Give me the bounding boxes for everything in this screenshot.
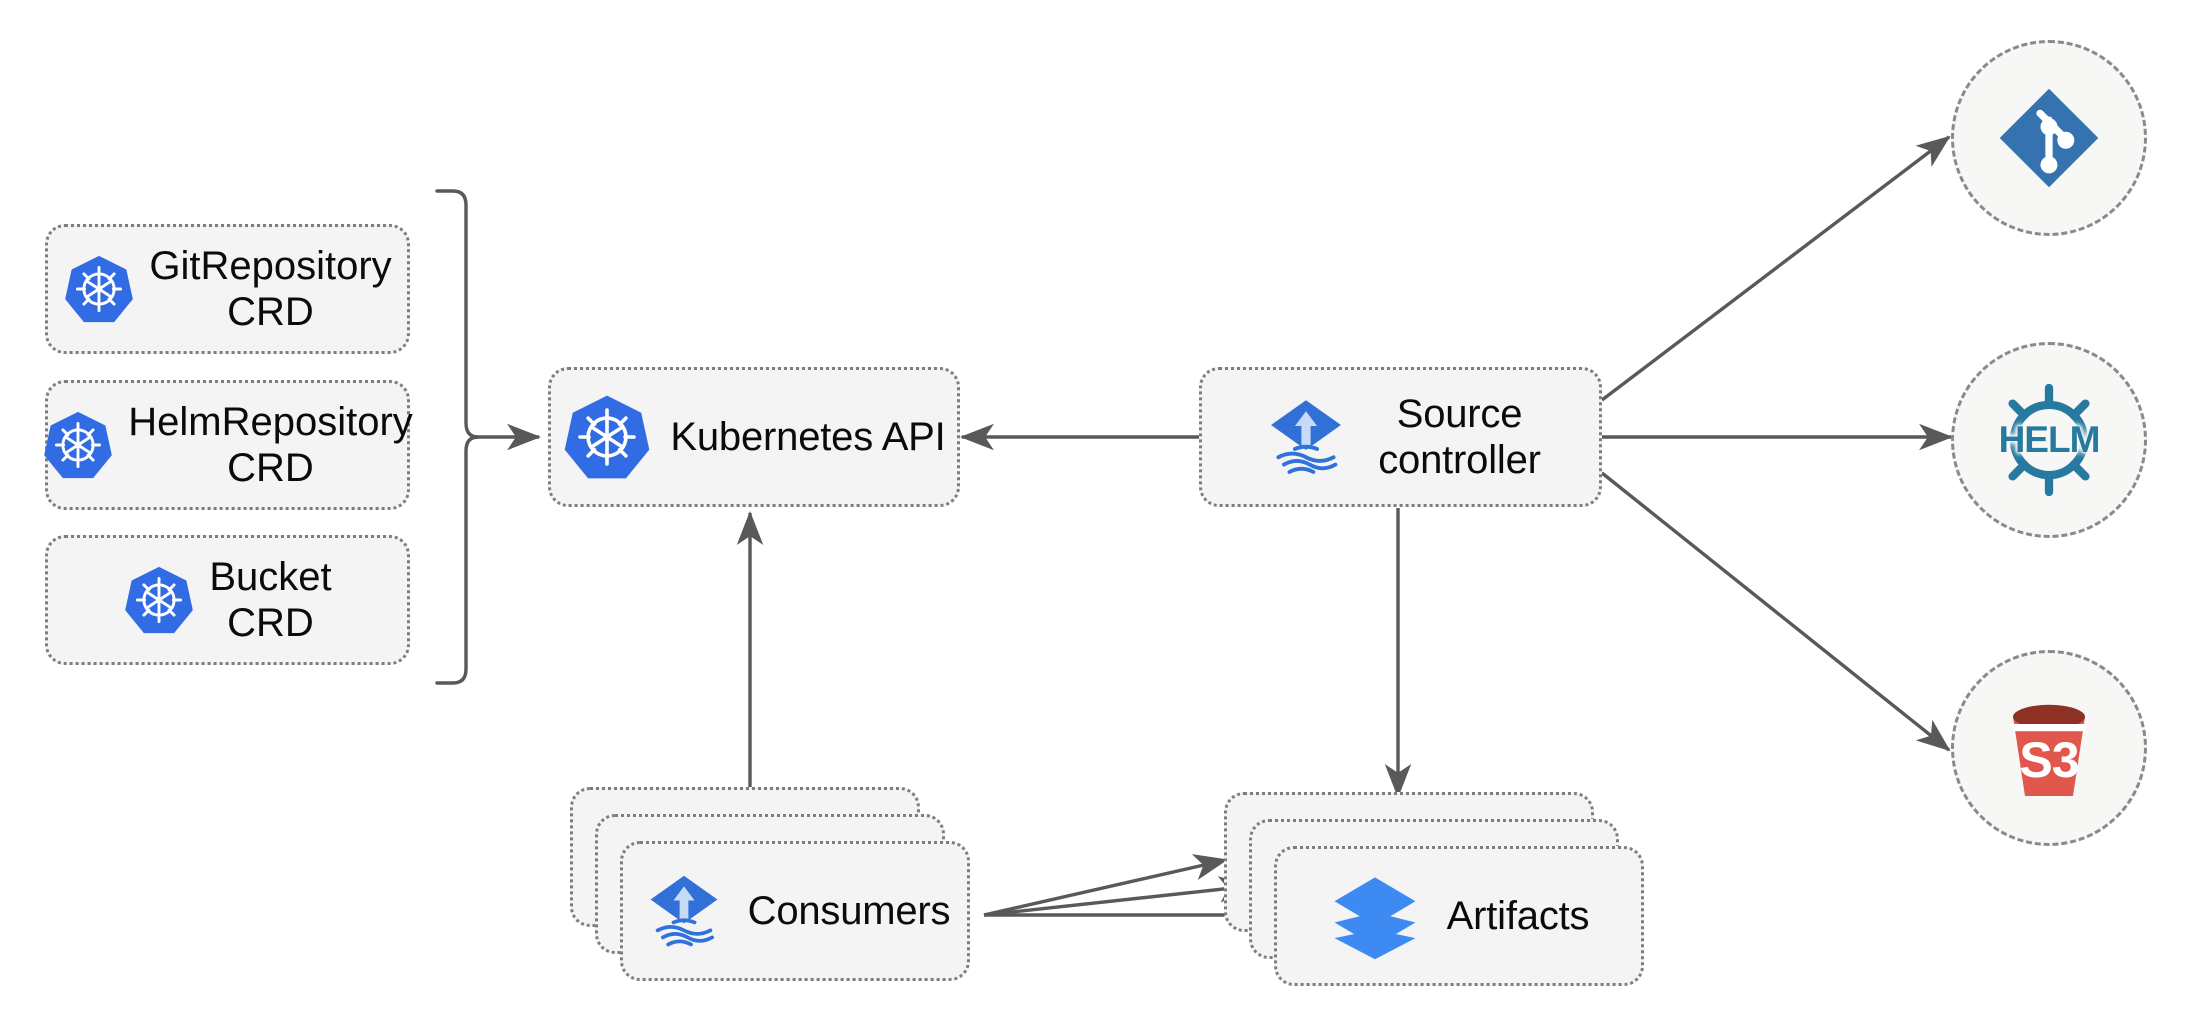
edge-consumers-to-artifacts-back <box>983 854 1228 917</box>
node-git-repository-crd[interactable]: GitRepository CRD <box>45 224 410 354</box>
crd-group-bracket <box>435 189 479 685</box>
edge-source-to-git <box>1600 135 1951 402</box>
node-git-source[interactable] <box>1951 40 2147 236</box>
node-kubernetes-api[interactable]: Kubernetes API <box>548 367 960 507</box>
node-helm-source[interactable]: HELM <box>1951 342 2147 538</box>
node-label: Consumers <box>747 889 951 933</box>
artifacts-card-front[interactable]: Artifacts <box>1274 846 1644 986</box>
s3-icon: S3 <box>1989 688 2109 808</box>
node-s3-source[interactable]: S3 <box>1951 650 2147 846</box>
kubernetes-icon <box>42 409 114 481</box>
node-label: Kubernetes API <box>670 415 946 459</box>
kubernetes-icon <box>63 253 135 325</box>
helm-icon: HELM <box>1984 375 2114 505</box>
crd-label: Bucket CRD <box>209 555 332 645</box>
flux-icon <box>640 867 728 955</box>
node-label: Source controller <box>1378 392 1541 482</box>
node-bucket-crd[interactable]: Bucket CRD <box>45 535 410 665</box>
crd-label: HelmRepository CRD <box>128 400 413 490</box>
consumers-card-front[interactable]: Consumers <box>620 841 970 981</box>
kubernetes-icon <box>123 564 195 636</box>
helm-wordmark: HELM <box>1998 419 2101 460</box>
node-consumers[interactable]: Consumers <box>570 787 970 987</box>
crd-label: GitRepository CRD <box>149 244 392 334</box>
git-icon <box>1993 82 2105 194</box>
node-helm-repository-crd[interactable]: HelmRepository CRD <box>42 380 413 510</box>
layers-icon <box>1329 870 1421 962</box>
s3-wordmark: S3 <box>2019 732 2079 788</box>
node-source-controller[interactable]: Source controller <box>1199 367 1602 507</box>
edge-consumers-to-artifacts-middle <box>983 876 1254 917</box>
node-label: Artifacts <box>1446 894 1590 938</box>
edge-source-to-s3 <box>1600 471 1951 752</box>
flux-icon <box>1260 391 1352 483</box>
node-artifacts[interactable]: Artifacts <box>1224 792 1644 992</box>
kubernetes-icon <box>562 392 652 482</box>
